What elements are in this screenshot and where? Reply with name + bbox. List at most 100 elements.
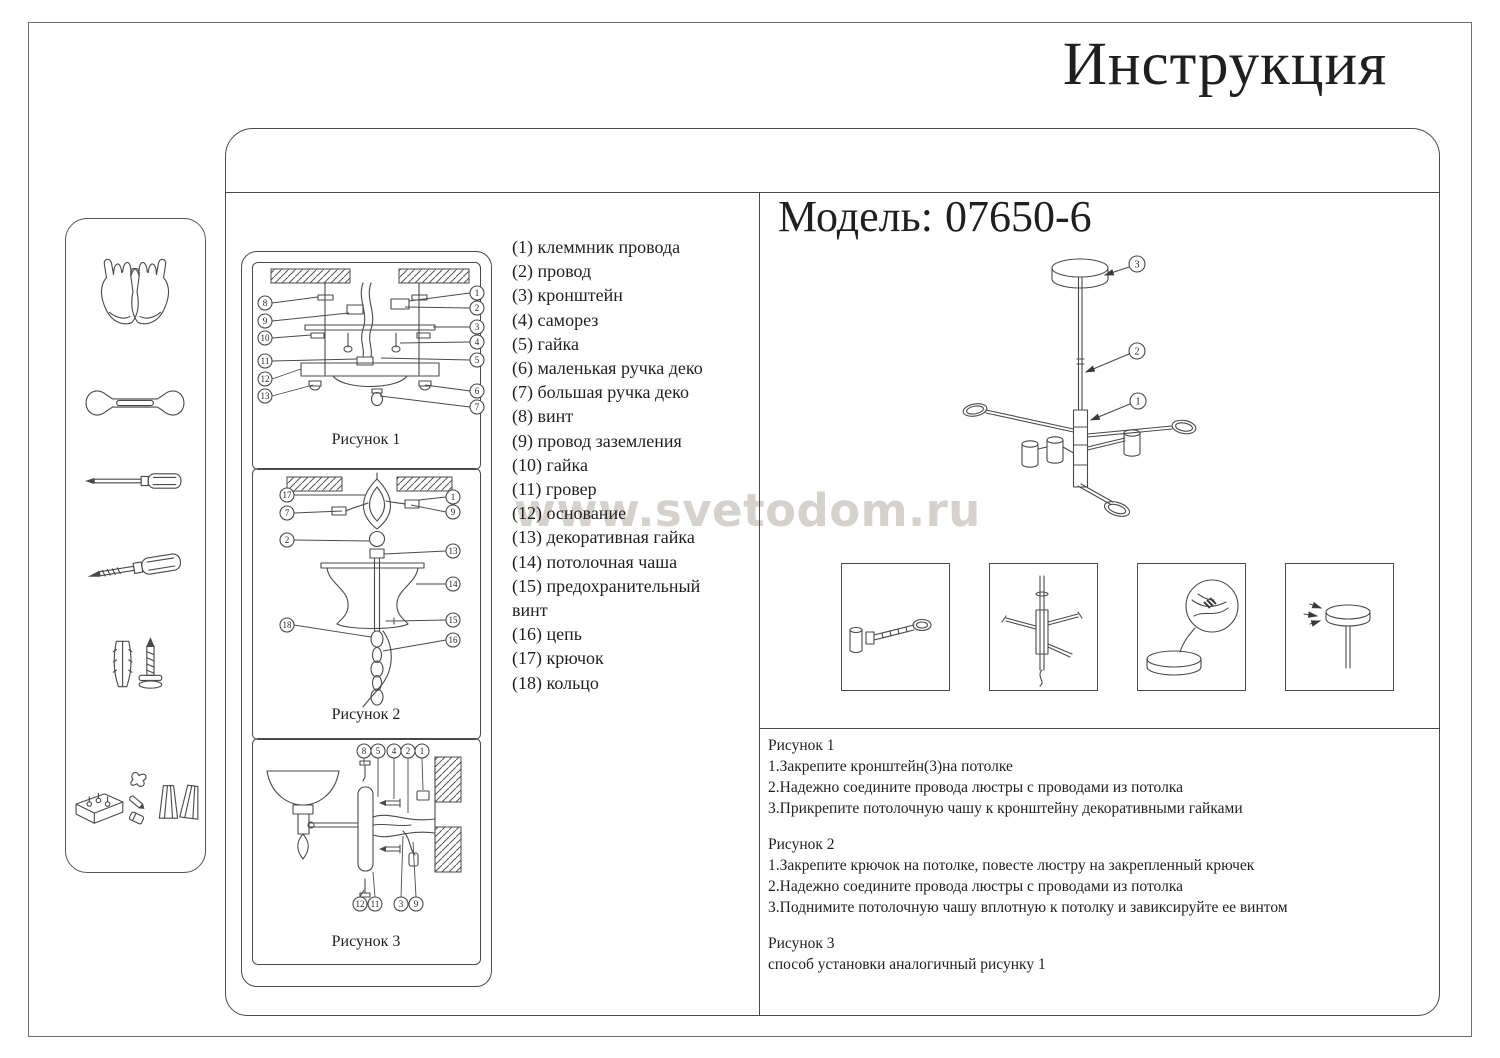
svg-text:3: 3	[399, 899, 404, 909]
instruction-block-2: Рисунок 2 1.Закрепите крючок на потолке,…	[768, 834, 1429, 918]
main-panel: 8 9 10 11 12 13 1 2 3 4 5 6 7 Рисунок 1	[225, 128, 1440, 1016]
step-box-2	[989, 563, 1098, 691]
step-4-canopy-icon	[1303, 601, 1371, 669]
part-item: (11) гровер	[512, 479, 597, 500]
svg-text:8: 8	[362, 746, 367, 756]
fig1-callout-5: 5	[469, 352, 485, 368]
fig1-callout-7: 7	[469, 399, 485, 415]
svg-text:12: 12	[356, 899, 365, 909]
instruction-step: 3.Прикрепите потолочную чашу к кронштейн…	[768, 800, 1243, 817]
fig3-callout-11: 11	[367, 896, 383, 912]
model-heading: Модель:07650-6	[778, 191, 1092, 242]
svg-text:7: 7	[475, 402, 480, 412]
fig2-callout-2: 2	[279, 532, 295, 548]
svg-text:7: 7	[285, 508, 290, 518]
svg-text:1: 1	[420, 746, 425, 756]
part-item: (13) декоративная гайка	[512, 527, 695, 548]
fig1-callout-2: 2	[469, 300, 485, 316]
overview-callout-1: 1	[1129, 392, 1147, 410]
part-item: (6) маленькая ручка деко	[512, 358, 703, 379]
fig1-callout-9: 9	[257, 313, 273, 329]
figure-3-box: 8 5 4 2 1 12 11 3 9 Рисунок 3	[252, 738, 481, 965]
figure-1-drawing: 8 9 10 11 12 13 1 2 3 4 5 6 7 Рисунок 1	[257, 268, 485, 448]
svg-text:11: 11	[371, 899, 380, 909]
svg-text:18: 18	[283, 620, 293, 630]
svg-text:2: 2	[1135, 347, 1140, 358]
fig1-callout-1: 1	[469, 285, 485, 301]
wrench-icon	[85, 390, 185, 416]
gloves-icon	[100, 258, 170, 325]
page-border	[28, 22, 1472, 1037]
fig3-callout-5: 5	[370, 743, 386, 759]
svg-text:2: 2	[285, 535, 290, 545]
svg-text:3: 3	[1135, 260, 1140, 271]
fig1-callout-12: 12	[257, 371, 273, 387]
svg-text:6: 6	[475, 386, 480, 396]
fig3-callout-2: 2	[400, 743, 416, 759]
part-item: (3) кронштейн	[512, 285, 623, 306]
overview-callout-3: 3	[1128, 255, 1146, 273]
svg-text:9: 9	[263, 316, 268, 326]
fig2-callout-7: 7	[279, 505, 295, 521]
top-band	[226, 129, 1439, 193]
fig3-callout-1: 1	[414, 743, 430, 759]
svg-text:4: 4	[475, 337, 480, 347]
svg-text:10: 10	[261, 333, 271, 343]
svg-text:2: 2	[406, 746, 411, 756]
figure-2-caption: Рисунок 2	[332, 706, 401, 723]
instruction-block-3: Рисунок 3 способ установки аналогичный р…	[768, 933, 1429, 975]
part-item: (16) цепь	[512, 624, 582, 645]
part-item: (5) гайка	[512, 333, 579, 354]
model-number: 07650-6	[944, 192, 1092, 241]
fig1-callout-13: 13	[257, 388, 273, 404]
fig2-callout-14: 14	[445, 576, 461, 592]
part-item: (14) потолочная чаша	[512, 551, 678, 572]
svg-text:13: 13	[261, 391, 271, 401]
vertical-divider	[759, 192, 760, 1015]
fig3-callout-12: 12	[352, 896, 368, 912]
instruction-step: 1.Закрепите крючок на потолке, повесте л…	[768, 857, 1255, 874]
svg-text:8: 8	[263, 298, 268, 308]
fig3-callout-8: 8	[356, 743, 372, 759]
fig3-callout-9: 9	[408, 896, 424, 912]
fig3-callout-3: 3	[393, 896, 409, 912]
step-box-4	[1285, 563, 1394, 691]
instruction-step: способ установки аналогичный рисунку 1	[768, 956, 1046, 973]
wall-plug-and-screw-icon	[112, 637, 163, 689]
fig2-callout-15: 15	[445, 612, 461, 628]
fig2-callout-17: 17	[279, 487, 295, 503]
part-item: (18) кольцо	[512, 672, 599, 693]
fig2-callout-18: 18	[279, 617, 295, 633]
instruction-heading: Рисунок 3	[768, 935, 835, 952]
fig1-callout-10: 10	[257, 330, 273, 346]
svg-text:2: 2	[475, 303, 480, 313]
svg-text:3: 3	[475, 322, 480, 332]
fig2-callout-13: 13	[445, 543, 461, 559]
part-item: (17) крючок	[512, 648, 604, 669]
svg-text:5: 5	[376, 746, 381, 756]
instruction-steps: способ установки аналогичный рисунку 1	[768, 954, 1429, 975]
watermark: www.svetodom.ru	[514, 484, 981, 537]
part-item: (15) предохранительный винт	[512, 575, 701, 621]
part-item: (12) основание	[512, 503, 627, 524]
fig2-callout-9: 9	[445, 504, 461, 520]
svg-text:14: 14	[449, 579, 459, 589]
fig1-callout-8: 8	[257, 295, 273, 311]
svg-text:13: 13	[449, 546, 459, 556]
svg-text:9: 9	[451, 507, 456, 517]
svg-text:1: 1	[1136, 397, 1141, 408]
chandelier-drawing: 3 2 1	[962, 255, 1197, 517]
svg-text:4: 4	[392, 746, 397, 756]
instruction-step: 3.Поднимите потолочную чашу вплотную к п…	[768, 899, 1288, 916]
part-item: (7) большая ручка деко	[512, 382, 689, 403]
step-box-1	[841, 563, 950, 691]
figure-3-caption: Рисунок 3	[332, 933, 401, 950]
figure-1-box: 8 9 10 11 12 13 1 2 3 4 5 6 7 Рисунок 1	[252, 262, 485, 470]
fig1-callout-6: 6	[469, 383, 485, 399]
step-1-arm-icon	[849, 618, 932, 654]
figures-column: 8 9 10 11 12 13 1 2 3 4 5 6 7 Рисунок 1	[241, 251, 492, 987]
instruction-heading: Рисунок 1	[768, 737, 835, 754]
tools-panel	[65, 218, 206, 873]
parts-list: (1) клеммник провода (2) провод (3) крон…	[512, 235, 737, 695]
